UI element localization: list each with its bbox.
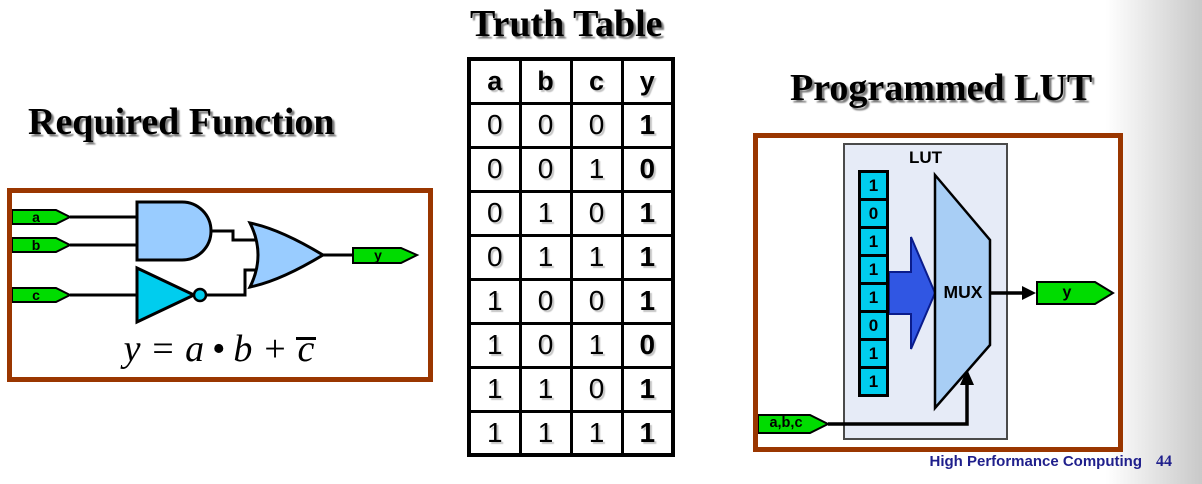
input-tag-a-label: a (32, 209, 40, 225)
truth-table-cell: 1 (518, 233, 573, 281)
truth-table-cell: 1 (569, 409, 624, 457)
truth-table-cell: 1 (620, 277, 675, 325)
truth-table-cell: 1 (569, 145, 624, 193)
input-tag-c-label: c (32, 287, 40, 303)
truth-table-cell: 0 (569, 365, 624, 413)
lut-cell: 1 (858, 366, 889, 397)
mux-shape (933, 171, 992, 412)
truth-table-cell: 1 (620, 233, 675, 281)
input-tag-c (12, 287, 73, 303)
required-function-title: Required Function (28, 101, 335, 143)
truth-table-cell: 0 (620, 145, 675, 193)
required-function-diagram: a b c y y = a•b +c (7, 188, 433, 382)
select-arrowhead-icon (960, 369, 974, 385)
output-arrowhead-icon (1022, 286, 1036, 300)
lut-cell: 0 (858, 198, 889, 229)
input-tag-a (12, 209, 73, 225)
truth-table-cell: 0 (467, 101, 522, 149)
equation-lhs: y = a (123, 328, 205, 370)
truth-table-header-cell: a (467, 57, 522, 105)
truth-table-cell: 0 (467, 189, 522, 237)
truth-table-title: Truth Table (470, 3, 663, 45)
truth-table-cell: 0 (518, 277, 573, 325)
lut-shapes (758, 171, 1115, 434)
footer-course-title: High Performance Computing (929, 453, 1142, 470)
boolean-equation: y = a•b +c (12, 327, 428, 371)
lut-input-label: a,b,c (769, 415, 803, 431)
logic-circuit: a b c y (12, 200, 420, 325)
input-tag-b (12, 237, 73, 253)
or-gate (247, 220, 326, 290)
wire-and-to-or (211, 229, 259, 242)
lut-cell: 1 (858, 338, 889, 369)
not-gate-bubble (192, 287, 208, 303)
truth-table-cell: 1 (518, 189, 573, 237)
truth-table-cell: 0 (569, 189, 624, 237)
truth-table-cell: 0 (569, 277, 624, 325)
truth-table-cell: 1 (518, 365, 573, 413)
footer: High Performance Computing 44 (929, 453, 1172, 471)
lut-label: LUT (908, 148, 943, 167)
truth-table-cell: 1 (620, 189, 675, 237)
output-tag-y-label: y (374, 247, 382, 263)
truth-table-cell: 1 (569, 321, 624, 369)
lut-data-arrow-icon (888, 236, 937, 350)
truth-table-cell: 0 (467, 233, 522, 281)
truth-table-cell: 1 (569, 233, 624, 281)
output-tag-y (352, 247, 420, 264)
truth-table-header-cell: c (569, 57, 624, 105)
truth-table-cell: 0 (569, 101, 624, 149)
lut-cell: 1 (858, 282, 889, 313)
footer-page-number: 44 (1156, 453, 1172, 470)
wire-not-to-or (206, 268, 259, 297)
truth-table-cell: 1 (467, 321, 522, 369)
lut-cell: 1 (858, 226, 889, 257)
lut-output-tag-y (1036, 281, 1115, 305)
truth-table-cell: 1 (467, 409, 522, 457)
truth-table-header-cell: y (620, 57, 675, 105)
truth-table-cell: 1 (620, 409, 675, 457)
lut-output-label: y (1062, 284, 1072, 301)
truth-table-cell: 1 (620, 365, 675, 413)
truth-table-cell: 1 (467, 365, 522, 413)
input-tag-b-label: b (32, 237, 41, 253)
lut-cell: 0 (858, 310, 889, 341)
truth-table-cell: 1 (467, 277, 522, 325)
truth-table-cell: 0 (620, 321, 675, 369)
truth-table-cell: 0 (518, 321, 573, 369)
lut-cell: 1 (858, 170, 889, 201)
programmed-lut-title: Programmed LUT (790, 67, 1093, 109)
and-gate (135, 200, 213, 262)
equation-mid: b + (233, 328, 288, 370)
not-gate (135, 265, 198, 325)
wire-select-abc (828, 383, 969, 426)
lut-cell: 1 (858, 254, 889, 285)
truth-table-cell: 1 (518, 409, 573, 457)
mux-label: MUX (943, 282, 983, 302)
lut-input-tag-abc (758, 414, 831, 434)
truth-table-cell: 0 (518, 101, 573, 149)
equation-and-operator: • (212, 328, 226, 370)
truth-table-cell: 0 (518, 145, 573, 193)
equation-not-c: c (297, 328, 315, 370)
truth-table-cell: 1 (620, 101, 675, 149)
truth-table-cell: 0 (467, 145, 522, 193)
truth-table-header-cell: b (518, 57, 573, 105)
